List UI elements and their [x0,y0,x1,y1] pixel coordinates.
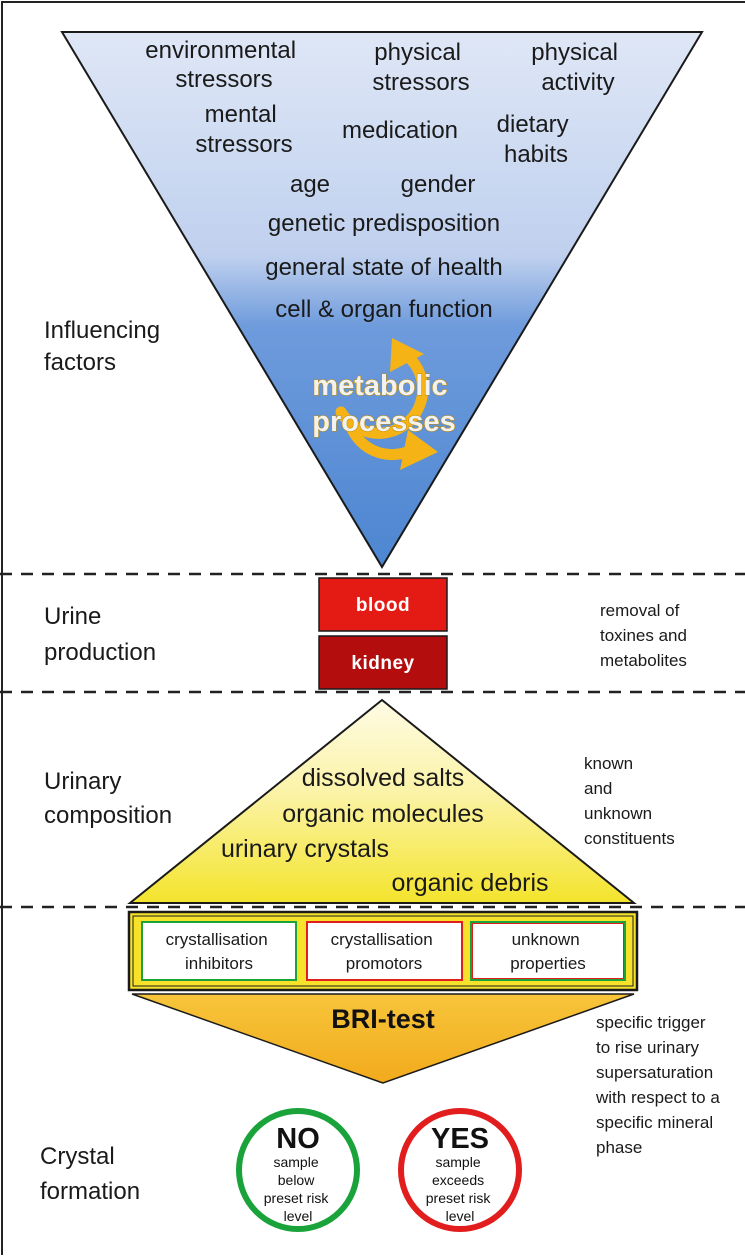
section-label-urine-production: Urine production [44,603,156,666]
section-label-influencing-factors: Influencing factors [44,317,167,376]
item-dissolved-salts: dissolved salts [302,764,465,792]
item-organic-molecules: organic molecules [282,800,484,828]
section-label-urinary-composition: Urinary composition [44,768,172,829]
box-crystallisation-promotors: crystallisation promotors [306,921,463,981]
factor-physical-stressors: physical stressors [372,39,469,96]
result-yes-circle: YES sample exceeds preset risk level [398,1108,522,1232]
factor-medication: medication [342,117,458,144]
urinary-composition-triangle [127,698,637,904]
svg-text:crystallisation inhibito: crystallisation inhibitors [166,930,273,973]
result-yes-title: YES [431,1123,489,1155]
factor-gender: gender [401,171,476,198]
factor-general-state-of-health: general state of health [265,254,503,281]
kidney-box: kidney [318,635,448,690]
blood-label: blood [356,595,410,616]
item-urinary-crystals: urinary crystals [221,835,389,863]
result-no-circle: NO sample below preset risk level [236,1108,360,1232]
result-no-title: NO [276,1123,320,1155]
factor-age: age [290,171,330,198]
svg-text:crystallisation promotor: crystallisation promotors [331,930,438,973]
factor-genetic-predisposition: genetic predisposition [268,210,500,237]
result-yes-text: sample exceeds preset risk level [426,1154,494,1224]
svg-text:unknown properties: unknown properties [510,930,586,973]
factor-mental-stressors: mental stressors [195,101,292,158]
kidney-label: kidney [351,653,414,674]
section-label-crystal-formation: Crystal formation [40,1143,140,1205]
note-known-unknown-constituents: known and unknown constituents [584,754,675,848]
metabolic-processes-label: metabolic processes [312,370,456,438]
factor-physical-activity: physical activity [531,39,624,96]
bri-test-label: BRI-test [331,1004,435,1034]
constituent-properties-inner [132,915,634,987]
factor-dietary-habits: dietary habits [497,111,576,168]
note-removal-of-toxines: removal of toxines and metabolites [600,601,692,670]
bri-test-funnel [131,993,635,1084]
box-unknown-properties: unknown properties [470,921,626,981]
influencing-factors-funnel [60,31,704,569]
factor-environmental-stressors: environmental stressors [145,37,302,93]
result-no-text: sample below preset risk level [264,1154,332,1224]
box-crystallisation-inhibitors: crystallisation inhibitors [141,921,297,981]
note-specific-trigger: specific trigger to rise urinary supersa… [595,1013,725,1157]
item-organic-debris: organic debris [391,869,548,897]
factor-cell-organ-function: cell & organ function [275,296,492,323]
metabolic-cycle-icon [335,338,438,470]
blood-box: blood [318,577,448,632]
